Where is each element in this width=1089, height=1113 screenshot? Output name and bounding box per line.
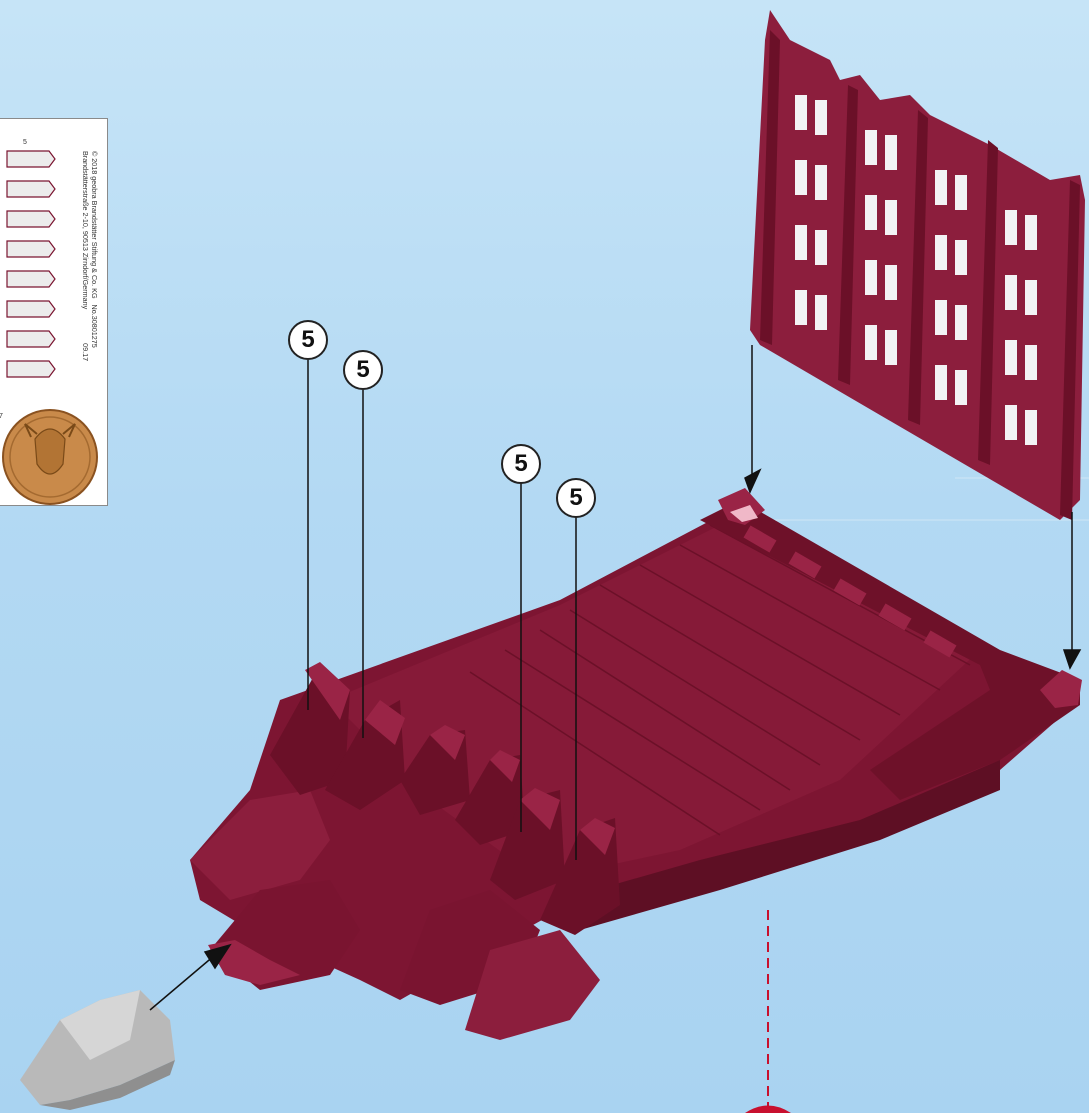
arrow-head — [1064, 650, 1080, 668]
copyright-line-2: Brandstätterstraße 2-10, 90513 Zirndorf/… — [81, 151, 90, 361]
coin-sticker — [3, 410, 97, 504]
wall-panel — [750, 10, 1085, 520]
callout-part-5: 5 — [343, 350, 383, 390]
copyright-line-1: © 2018 geobra Brandstätter Stiftung & Co… — [90, 151, 99, 348]
callout-part-5: 5 — [501, 444, 541, 484]
sticker-number-bottom: 7 — [0, 413, 3, 420]
arrow-line — [150, 955, 215, 1010]
callout-part-5: 5 — [556, 478, 596, 518]
ship-hull-base — [190, 488, 1082, 1040]
red-guide-end — [745, 1106, 791, 1113]
sticker-sheet: 5 7 © 2018 geobra Brandstätter Stiftung … — [0, 118, 108, 506]
sticker-copyright: © 2018 geobra Brandstätter Stiftung & Co… — [81, 151, 99, 351]
arrow-head — [745, 470, 760, 492]
sword-sticker — [7, 151, 55, 377]
callout-part-5: 5 — [288, 320, 328, 360]
